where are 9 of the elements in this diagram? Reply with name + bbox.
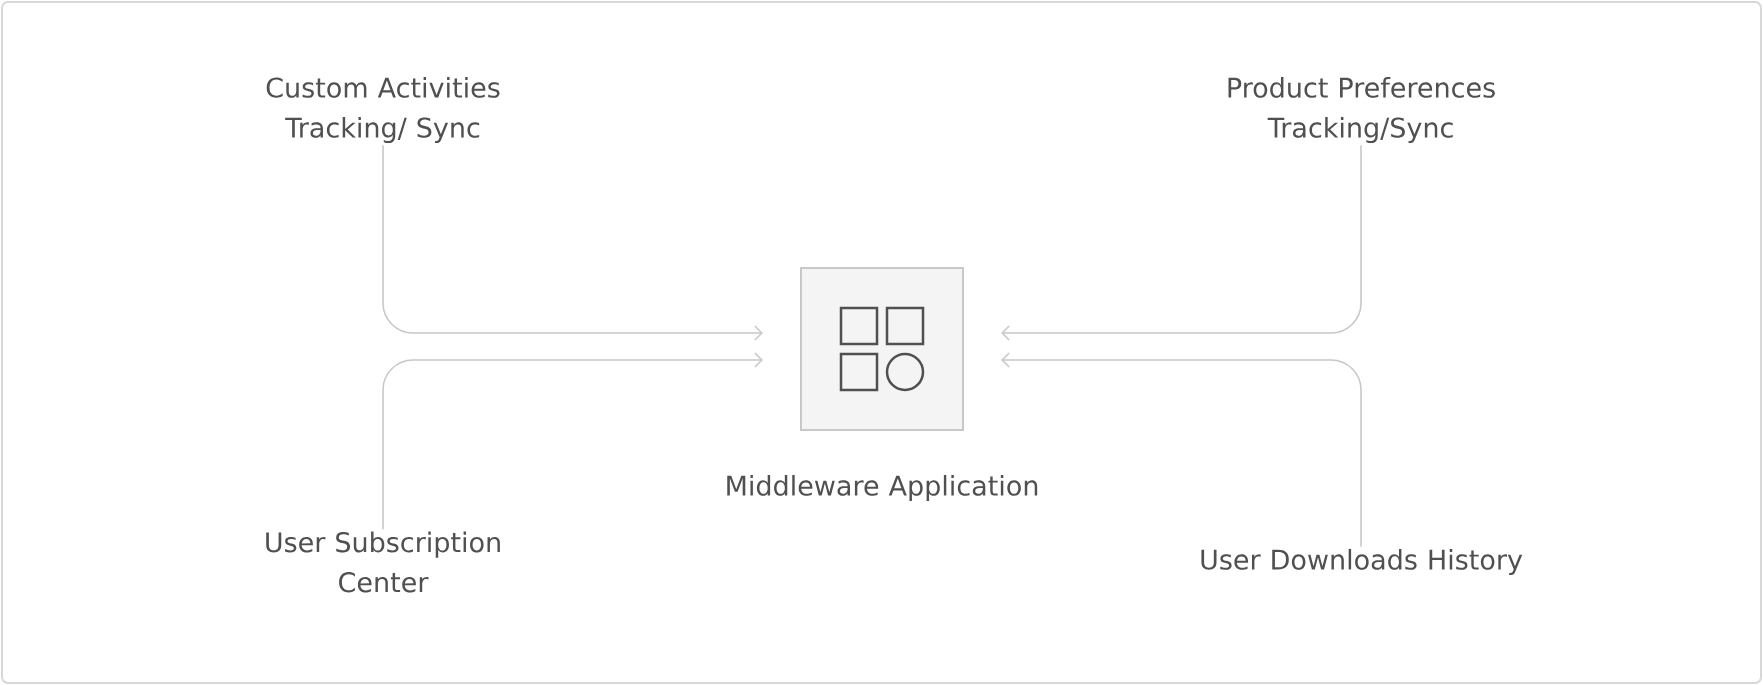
node-label: Product Preferences Tracking/Sync xyxy=(1228,76,1495,144)
arrow xyxy=(1001,144,1362,341)
node-label: Custom Activities Tracking/ Sync xyxy=(266,76,500,144)
arrow xyxy=(382,352,763,531)
arrow xyxy=(1001,352,1362,548)
node-label: User Subscription Center xyxy=(266,531,500,593)
arrow xyxy=(382,144,763,341)
node-label: User Downloads History xyxy=(1201,548,1523,576)
node-label: Middleware Application xyxy=(727,474,1038,502)
